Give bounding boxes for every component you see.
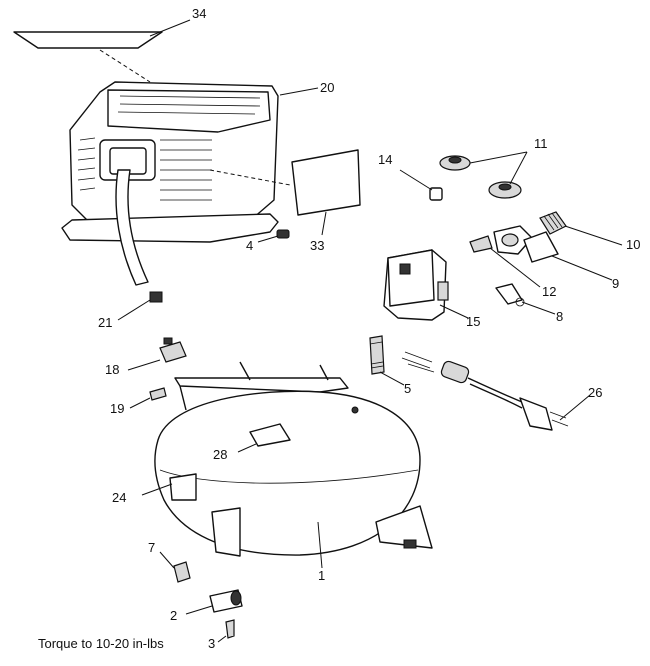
label-26: 26	[588, 385, 602, 400]
label-1: 1	[318, 568, 325, 583]
label-3: 3	[208, 636, 215, 651]
part-4-screw	[257, 229, 290, 243]
part-24-bracket	[141, 473, 197, 501]
label-14: 14	[378, 152, 392, 167]
part-21-hose	[115, 169, 163, 321]
part-3-bolt	[217, 619, 235, 643]
tank-bracket	[174, 361, 349, 411]
part-33-label	[291, 149, 361, 236]
torque-note: Torque to 10-20 in-lbs	[38, 636, 164, 651]
label-15: 15	[466, 314, 480, 329]
label-28: 28	[213, 447, 227, 462]
part-19-screw	[129, 387, 167, 409]
label-9: 9	[612, 276, 619, 291]
part-20-shroud	[61, 81, 319, 243]
part-2-rubber-foot	[185, 589, 243, 615]
part-7-drain-valve	[159, 551, 191, 583]
part-11-caps	[439, 151, 528, 199]
label-24: 24	[112, 490, 126, 505]
label-11: 11	[534, 136, 548, 151]
label-19: 19	[110, 401, 124, 416]
label-10: 10	[626, 237, 640, 252]
part-10-coupler	[539, 211, 623, 246]
part-1-tank	[154, 390, 433, 569]
label-7: 7	[148, 540, 155, 555]
part-12-nipple	[469, 235, 541, 288]
part-28-label	[237, 423, 291, 453]
part-26-power-cord	[401, 351, 591, 431]
label-33: 33	[310, 238, 324, 253]
part-15-pressure-switch	[383, 249, 469, 321]
label-21: 21	[98, 315, 112, 330]
part-34-decal	[13, 19, 191, 83]
part-9-regulator	[493, 225, 613, 281]
part-8-safety-valve	[495, 283, 556, 315]
label-4: 4	[246, 238, 253, 253]
label-20: 20	[320, 80, 334, 95]
label-2: 2	[170, 608, 177, 623]
part-18-fitting	[127, 337, 187, 371]
label-5: 5	[404, 381, 411, 396]
part-5-nipple	[369, 335, 405, 386]
part-14-fitting	[399, 169, 443, 201]
label-12: 12	[542, 284, 556, 299]
label-34: 34	[192, 6, 206, 21]
label-8: 8	[556, 309, 563, 324]
label-18: 18	[105, 362, 119, 377]
